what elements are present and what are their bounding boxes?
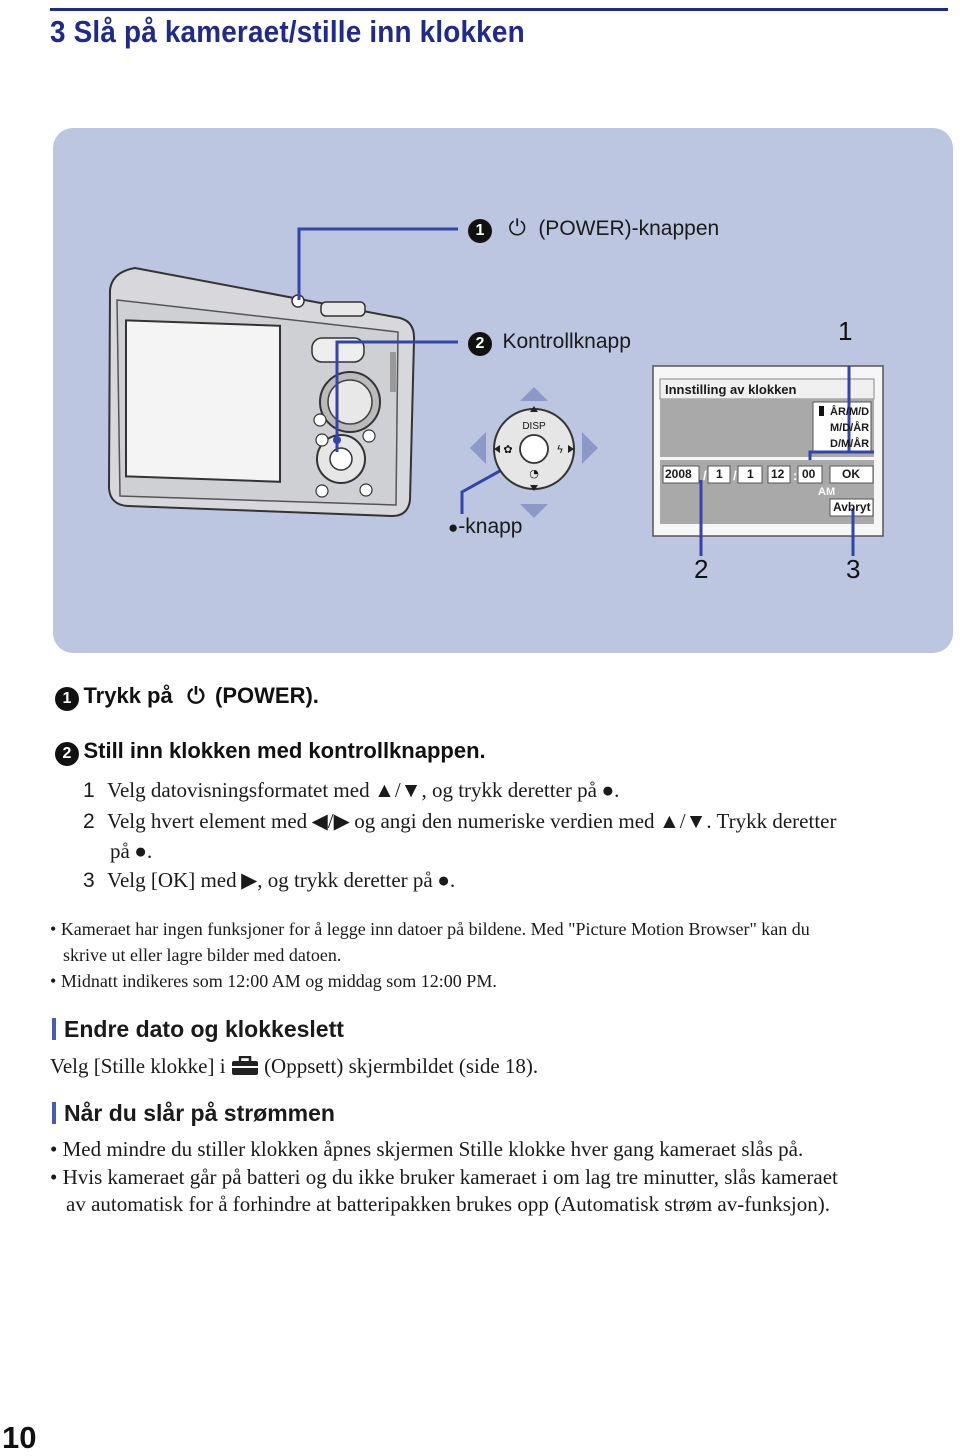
substep-2: 2 Velg hvert element med ◀/▶ og angi den… [83, 809, 836, 834]
dpad-disp-label: DISP [522, 421, 546, 432]
callout-power-label: (POWER)-knappen [538, 217, 720, 240]
callout-control-label: Kontrollknapp [502, 330, 631, 353]
ok-button[interactable]: OK [842, 467, 860, 481]
substep-2-text-b: og angi den numeriske verdien med [354, 809, 655, 833]
note-1: • Kameraet har ingen funksjoner for å le… [50, 916, 950, 968]
callout-center: ●-knapp [448, 515, 523, 539]
step-1: 1 Trykk på ⏻ (POWER). [55, 683, 319, 711]
note-1-line-2: skrive ut eller lagre bilder med datoen. [63, 945, 342, 965]
power-icon: ⏻ [187, 683, 205, 708]
substep-2-text-d: på [110, 839, 130, 863]
marker-2: 2 [694, 554, 709, 584]
format-option[interactable]: D/M/ÅR [830, 438, 870, 450]
substep-1-text-b: , og trykk deretter på [421, 778, 597, 802]
center-dot-icon: ●. [437, 868, 456, 892]
note-1-line-1: Kameraet har ingen funksjoner for å legg… [60, 919, 810, 939]
format-option[interactable]: ÅR/M/D [830, 406, 870, 418]
bullet-text-cont: av automatisk for å forhindre at batteri… [66, 1192, 830, 1216]
step-1-text: Trykk på [83, 683, 173, 708]
substep-1: 1 Velg datovisningsformatet med ▲/▼, og … [83, 778, 619, 803]
clock-setting-screen: / / : [652, 365, 884, 556]
callout-power: 1 ⏻ (POWER)-knappen [468, 215, 719, 243]
left-right-arrows-icon: ◀/▶ [311, 809, 350, 833]
right-arrow-icon: ▶ [241, 868, 258, 892]
setup-toolbox-icon [231, 1055, 259, 1076]
step-1-text-b: (POWER). [215, 683, 319, 708]
bullet-text: Hvis kameraet går på batteri og du ikke … [62, 1165, 838, 1189]
minute-field[interactable]: 00 [802, 467, 816, 481]
power-icon: ⏻ [508, 215, 526, 240]
step-2: 2 Still inn klokken med kontrollknappen. [55, 738, 486, 766]
month-field[interactable]: 1 [716, 467, 723, 481]
section-1-text: Velg [Stille klokke] i (Oppsett) skjermb… [50, 1054, 538, 1079]
section-1-text-a: Velg [Stille klokke] i [50, 1054, 226, 1078]
substep-1-text-a: Velg datovisningsformatet med [107, 778, 370, 802]
callout-number: 2 [468, 332, 492, 356]
svg-text:◔: ◔ [529, 467, 539, 480]
substep-number: 2 [83, 810, 95, 833]
section-heading: Endre dato og klokkeslett [52, 1016, 344, 1043]
substep-3-text-a: Velg [OK] med [107, 868, 237, 892]
screen-title: Innstilling av klokken [665, 382, 797, 397]
section-2-bullet-1: • Med mindre du stiller klokken åpnes sk… [50, 1137, 804, 1161]
note-2-text: Midnatt indikeres som 12:00 AM og middag… [60, 971, 497, 991]
year-field[interactable]: 2008 [665, 467, 692, 481]
section-heading: Når du slår på strømmen [52, 1100, 335, 1127]
screen-format-list: ÅR/M/D M/D/ÅR D/M/ÅR [830, 404, 869, 452]
hour-field[interactable]: 12 [771, 467, 785, 481]
callout-number: 1 [468, 219, 492, 243]
section-1-text-b: (Oppsett) skjermbildet (side 18). [264, 1054, 539, 1078]
substep-3: 3 Velg [OK] med ▶, og trykk deretter på … [83, 868, 455, 893]
marker-3: 3 [846, 554, 861, 584]
substep-2-text-a: Velg hvert element med [107, 809, 308, 833]
center-dot-icon: ● [448, 518, 459, 537]
control-button-icon: DISP ✿ ϟ ◔ [470, 387, 598, 518]
svg-text:/: / [733, 468, 737, 483]
marker-1: 1 [838, 316, 853, 346]
substep-number: 1 [83, 779, 95, 802]
callout-center-label: -knapp [458, 515, 523, 538]
header-rule [50, 8, 948, 11]
page-number: 10 [2, 1420, 37, 1455]
format-option[interactable]: M/D/ÅR [830, 422, 870, 434]
camera-icon [107, 266, 416, 518]
up-down-arrows-icon: ▲/▼ [374, 778, 422, 802]
svg-text:ϟ: ϟ [556, 443, 563, 456]
up-down-arrows-icon: ▲/▼ [658, 809, 707, 833]
callout-control: 2 Kontrollknapp [468, 330, 631, 356]
svg-text:✿: ✿ [503, 443, 512, 456]
svg-text::: : [793, 468, 797, 483]
section-marker [52, 1018, 56, 1040]
bullet-text: Med mindre du stiller klokken åpnes skje… [62, 1137, 804, 1161]
substep-3-text-b: , og trykk deretter på [257, 868, 433, 892]
section-2-bullet-2: • Hvis kameraet går på batteri og du ikk… [50, 1165, 838, 1216]
step-number: 2 [55, 742, 79, 766]
section-1-heading: Endre dato og klokkeslett [64, 1016, 344, 1042]
section-2-heading: Når du slår på strømmen [64, 1100, 335, 1126]
substep-2-text-c: . Trykk deretter [706, 809, 837, 833]
section-marker [52, 1102, 56, 1124]
center-dot-icon: ●. [601, 778, 620, 802]
day-field[interactable]: 1 [747, 467, 754, 481]
svg-text:/: / [703, 468, 707, 483]
step-number: 1 [55, 687, 79, 711]
note-2: • Midnatt indikeres som 12:00 AM og midd… [50, 971, 497, 991]
substep-2-cont: på ●. [110, 839, 152, 864]
cancel-button[interactable]: Avbryt [833, 500, 871, 514]
substep-number: 3 [83, 869, 95, 892]
center-dot-icon: ●. [134, 839, 153, 863]
page-title: 3 Slå på kameraet/stille inn klokken [50, 14, 525, 49]
camera-illustration: DISP ✿ ϟ ◔ / / : [107, 227, 884, 556]
step-2-text: Still inn klokken med kontrollknappen. [83, 738, 486, 763]
ampm-indicator: AM [818, 486, 836, 498]
